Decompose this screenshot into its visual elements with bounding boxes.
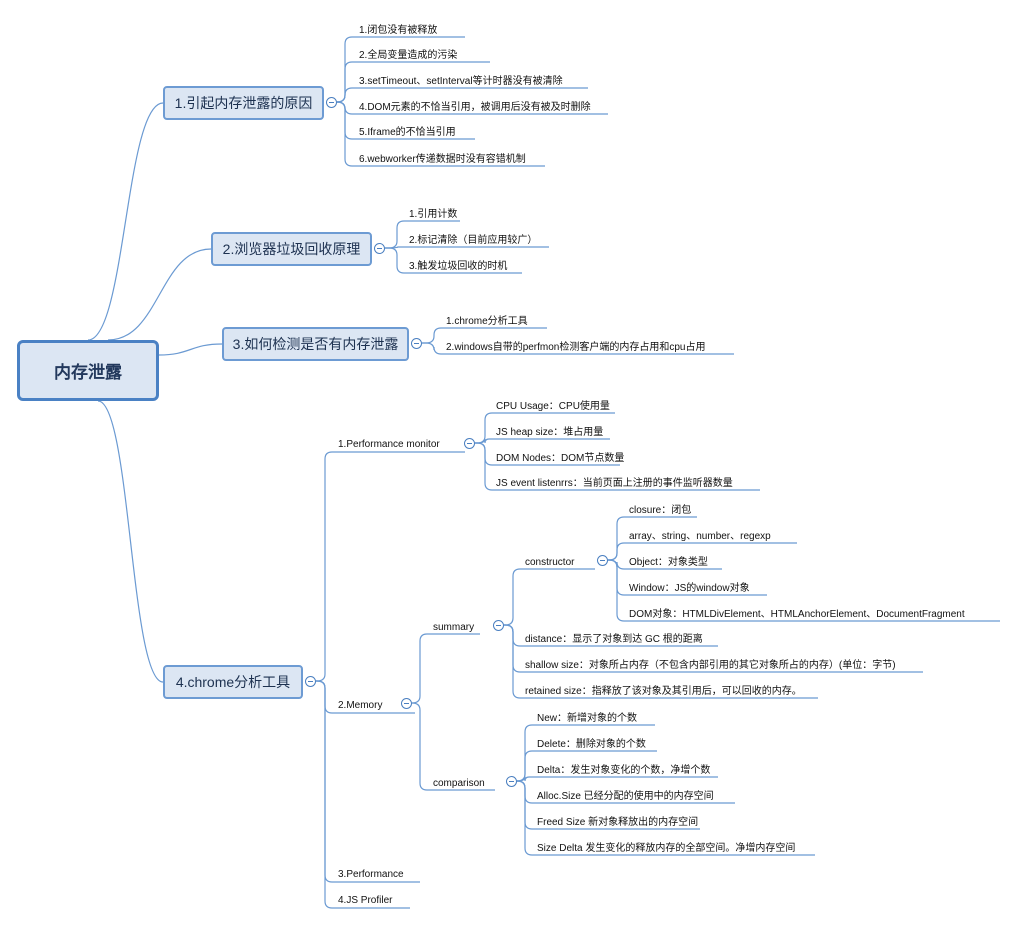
collapse-icon[interactable] bbox=[464, 438, 475, 449]
leaf-cause-4[interactable]: 4.DOM元素的不恰当引用，被调用后没有被及时删除 bbox=[359, 102, 591, 113]
leaf-event-listeners[interactable]: JS event listenrrs：当前页面上注册的事件监听器数量 bbox=[496, 478, 733, 489]
leaf-cause-1[interactable]: 1.闭包没有被释放 bbox=[359, 25, 438, 36]
leaf-cause-5[interactable]: 5.Iframe的不恰当引用 bbox=[359, 127, 456, 138]
branch-memory[interactable]: 2.Memory bbox=[338, 700, 383, 711]
branch-constructor[interactable]: constructor bbox=[525, 557, 575, 568]
leaf-cause-3[interactable]: 3.setTimeout、setInterval等计时器没有被清除 bbox=[359, 76, 563, 87]
leaf-delete[interactable]: Delete：删除对象的个数 bbox=[537, 739, 646, 750]
connector-line bbox=[385, 246, 549, 249]
topic-leak-causes-label: 1.引起内存泄露的原因 bbox=[174, 95, 313, 111]
leaf-closure[interactable]: closure：闭包 bbox=[629, 505, 692, 516]
leaf-size-delta[interactable]: Size Delta 发生变化的释放内存的全部空间。净增内存空间 bbox=[537, 843, 796, 854]
branch-performance-monitor[interactable]: 1.Performance monitor bbox=[338, 439, 440, 450]
collapse-icon[interactable] bbox=[401, 698, 412, 709]
collapse-icon[interactable] bbox=[374, 243, 385, 254]
collapse-icon[interactable] bbox=[506, 776, 517, 787]
leaf-freed-size[interactable]: Freed Size 新对象释放出的内存空间 bbox=[537, 817, 699, 828]
branch-summary[interactable]: summary bbox=[433, 622, 475, 633]
connector-line bbox=[336, 87, 588, 103]
collapse-icon[interactable] bbox=[305, 676, 316, 687]
root-topic-label: 内存泄露 bbox=[54, 363, 122, 382]
connector-line bbox=[107, 248, 212, 341]
root-topic[interactable]: 内存泄露 bbox=[17, 340, 159, 401]
connector-line bbox=[97, 400, 164, 683]
connector-line bbox=[504, 568, 595, 626]
leaf-cause-6[interactable]: 6.webworker传递数据时没有容错机制 bbox=[359, 154, 526, 165]
leaf-window[interactable]: Window：JS的window对象 bbox=[629, 583, 750, 594]
leaf-gc-3[interactable]: 3.触发垃圾回收的时机 bbox=[409, 261, 508, 272]
branch-performance[interactable]: 3.Performance bbox=[338, 869, 404, 880]
collapse-icon[interactable] bbox=[597, 555, 608, 566]
connector-line bbox=[336, 36, 465, 103]
topic-detect-leak[interactable]: 3.如何检测是否有内存泄露 bbox=[222, 327, 409, 361]
leaf-shallow-size[interactable]: shallow size：对象所占内存（不包含内部引用的其它对象所占的内存）(单… bbox=[525, 660, 896, 671]
connector-line bbox=[158, 343, 223, 356]
collapse-icon[interactable] bbox=[326, 97, 337, 108]
leaf-gc-1[interactable]: 1.引用计数 bbox=[409, 209, 458, 220]
leaf-object[interactable]: Object：对象类型 bbox=[629, 557, 708, 568]
topic-chrome-tools-label: 4.chrome分析工具 bbox=[175, 674, 291, 690]
collapse-icon[interactable] bbox=[493, 620, 504, 631]
leaf-dom-object[interactable]: DOM对象：HTMLDivElement、HTMLAnchorElement、D… bbox=[629, 609, 965, 620]
topic-gc-principle-label: 2.浏览器垃圾回收原理 bbox=[222, 241, 361, 257]
leaf-detect-1[interactable]: 1.chrome分析工具 bbox=[446, 316, 528, 327]
leaf-cpu-usage[interactable]: CPU Usage：CPU使用量 bbox=[496, 401, 610, 412]
connector-line bbox=[475, 438, 610, 444]
topic-gc-principle[interactable]: 2.浏览器垃圾回收原理 bbox=[211, 232, 372, 266]
leaf-retained-size[interactable]: retained size：指释放了该对象及其引用后，可以回收的内存。 bbox=[525, 686, 802, 697]
branch-js-profiler[interactable]: 4.JS Profiler bbox=[338, 895, 393, 906]
leaf-new[interactable]: New：新增对象的个数 bbox=[537, 713, 638, 724]
topic-leak-causes[interactable]: 1.引起内存泄露的原因 bbox=[163, 86, 324, 120]
leaf-delta[interactable]: Delta：发生对象变化的个数，净增个数 bbox=[537, 765, 711, 776]
leaf-cause-2[interactable]: 2.全局变量造成的污染 bbox=[359, 50, 458, 61]
leaf-alloc-size[interactable]: Alloc.Size 已经分配的使用中的内存空间 bbox=[537, 791, 714, 802]
leaf-distance[interactable]: distance：显示了对象到达 GC 根的距离 bbox=[525, 634, 703, 645]
leaf-array-string[interactable]: array、string、number、regexp bbox=[629, 531, 771, 542]
connector-line bbox=[411, 633, 480, 704]
topic-chrome-tools[interactable]: 4.chrome分析工具 bbox=[163, 665, 303, 699]
connector-line bbox=[87, 102, 164, 341]
branch-comparison[interactable]: comparison bbox=[433, 778, 485, 789]
connector-line bbox=[316, 451, 465, 682]
connector-line bbox=[516, 776, 718, 782]
topic-detect-leak-label: 3.如何检测是否有内存泄露 bbox=[232, 336, 399, 352]
leaf-js-heap[interactable]: JS heap size：堆占用量 bbox=[496, 427, 604, 438]
leaf-detect-2[interactable]: 2.windows自带的perfmon检测客户端的内存占用和cpu占用 bbox=[446, 342, 706, 353]
collapse-icon[interactable] bbox=[411, 338, 422, 349]
leaf-gc-2[interactable]: 2.标记清除（目前应用较广） bbox=[409, 235, 538, 246]
leaf-dom-nodes[interactable]: DOM Nodes：DOM节点数量 bbox=[496, 453, 625, 464]
